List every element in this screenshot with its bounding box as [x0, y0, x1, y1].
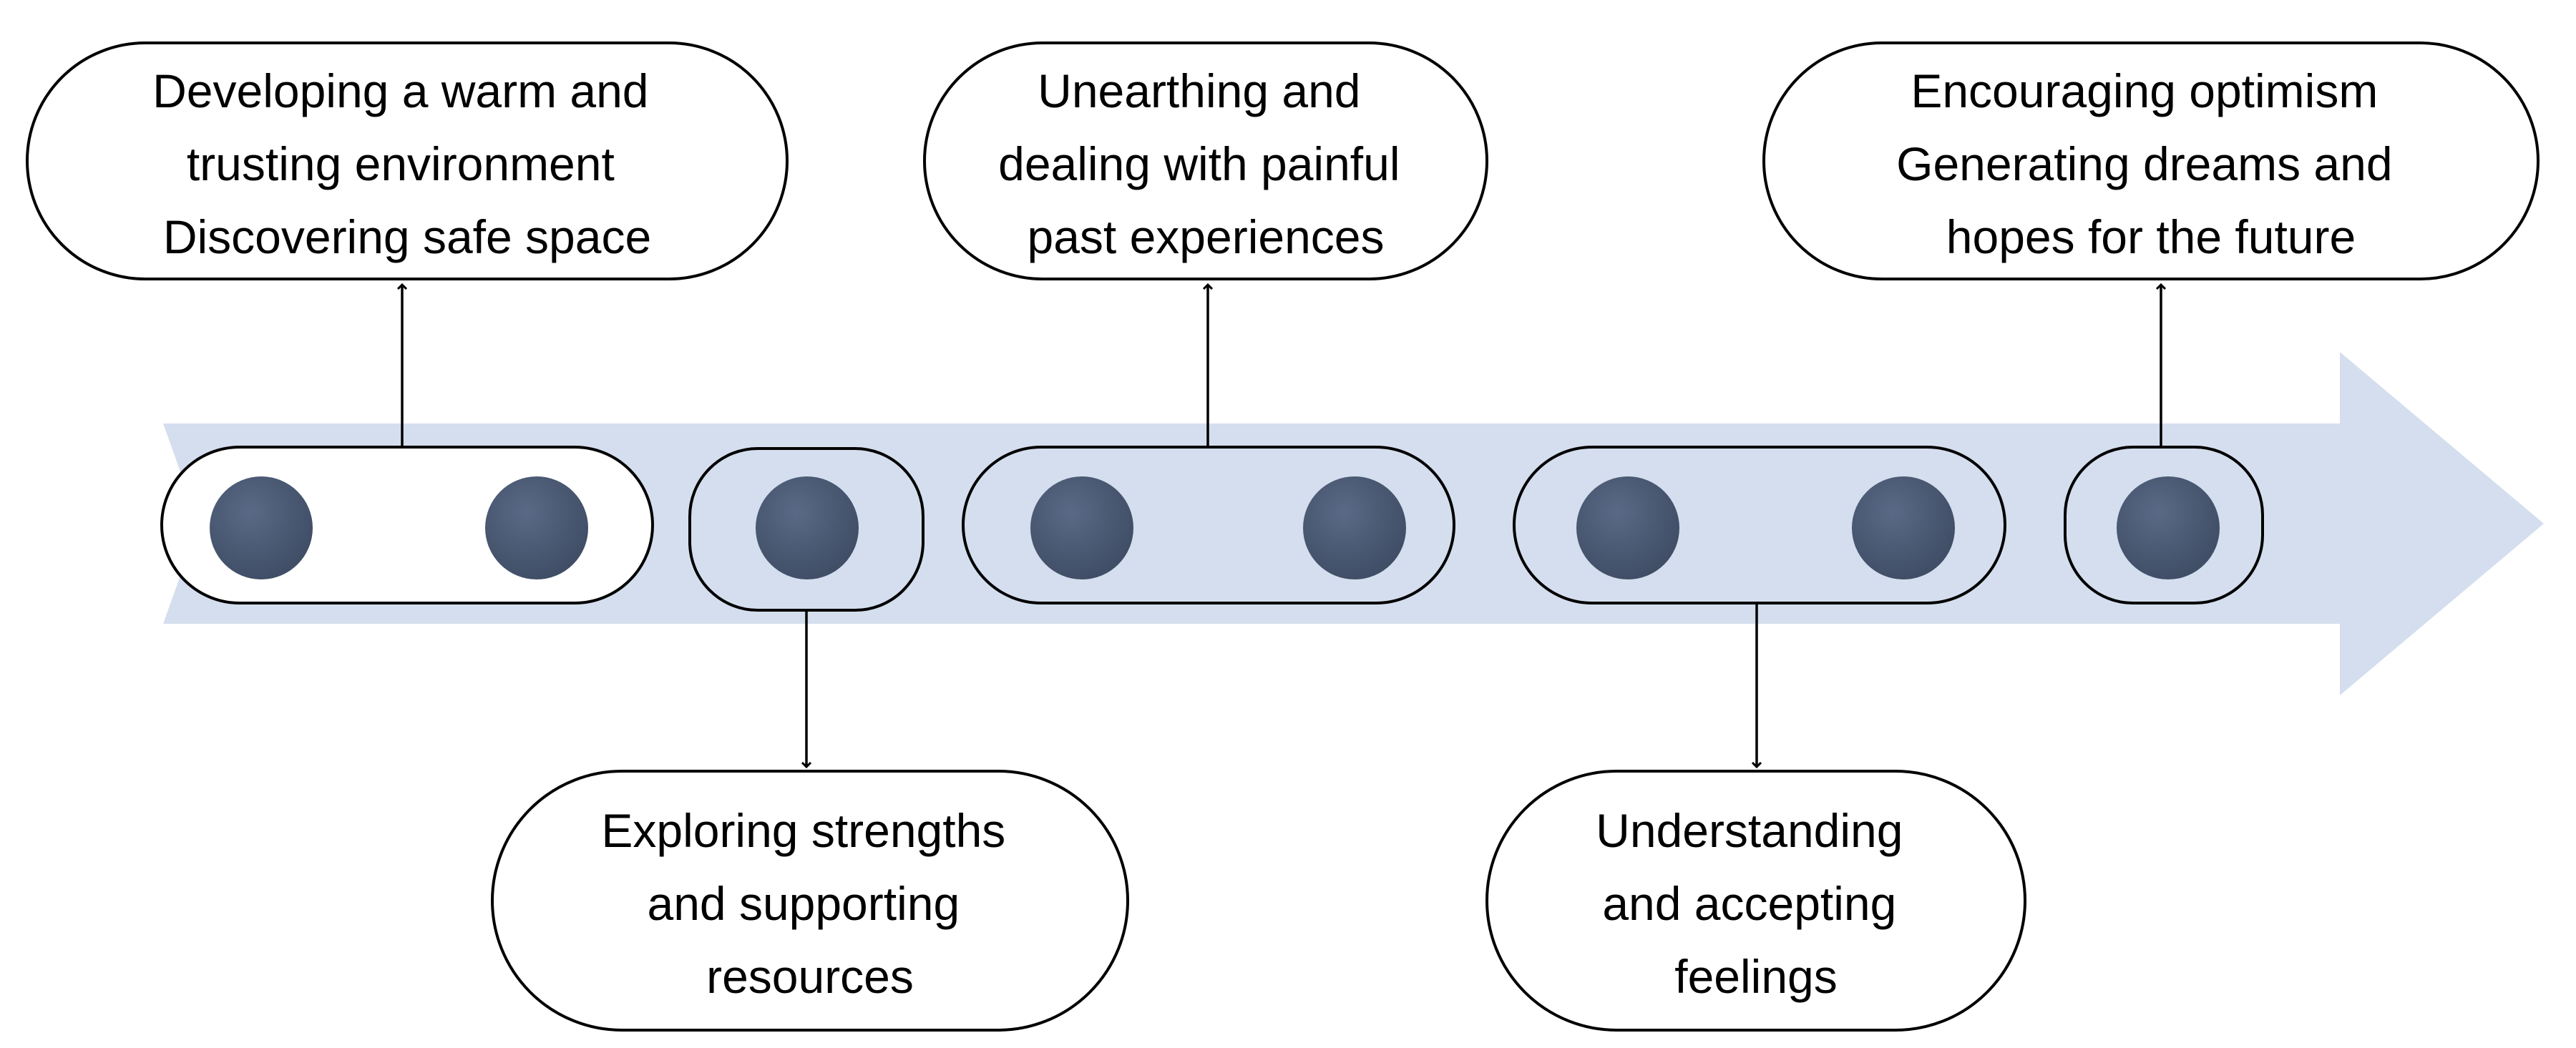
timeline-dot: [756, 476, 859, 579]
stage-line: feelings: [1674, 950, 1838, 1003]
stage-line: and accepting: [1602, 877, 1896, 930]
stage-box-painful-experiences: Unearthing and dealing with painful past…: [923, 41, 1488, 280]
timeline-dot: [2117, 476, 2220, 579]
svg-text:Exploring strengths and: Exploring strengths and supporting resou…: [601, 804, 1018, 1003]
stage-box-optimism-hopes: Encouraging optimism Generating dreams a…: [1762, 41, 2540, 280]
stage-line: Unearthing and: [1038, 64, 1360, 117]
stage-line: Exploring strengths: [601, 804, 1005, 857]
timeline-dot: [485, 476, 588, 579]
svg-text:Developing a warm and tr: Developing a warm and trusting environme…: [152, 64, 662, 263]
timeline-dot: [1852, 476, 1955, 579]
stage-line: and supporting: [647, 877, 960, 930]
stage-line: Understanding: [1596, 804, 1903, 857]
stage-box-strengths-resources: Exploring strengths and supporting resou…: [491, 770, 1129, 1032]
stage-line: Generating dreams and: [1896, 137, 2392, 190]
stage-line: hopes for the future: [1946, 210, 2356, 263]
stage-line: dealing with painful: [998, 137, 1400, 190]
stage-line: Discovering safe space: [163, 210, 651, 263]
stage-line: past experiences: [1028, 210, 1385, 263]
svg-text:Understanding and accept: Understanding and accepting feelings: [1596, 804, 1916, 1003]
stage-line: trusting environment: [187, 137, 615, 190]
timeline-dot: [210, 476, 313, 579]
stage-line: Developing a warm and: [152, 64, 648, 117]
timeline-dot: [1030, 476, 1133, 579]
stage-box-accepting-feelings: Understanding and accepting feelings: [1485, 770, 2026, 1032]
svg-text:Unearthing and dealing w: Unearthing and dealing with painful past…: [998, 64, 1413, 263]
timeline-dot: [1303, 476, 1406, 579]
stage-line: resources: [706, 950, 914, 1003]
timeline-dot: [1576, 476, 1679, 579]
timeline-dots: [210, 476, 2220, 579]
stage-box-warm-trusting: Developing a warm and trusting environme…: [26, 41, 789, 280]
stage-line: Encouraging optimism: [1911, 64, 2378, 117]
svg-text:Encouraging optimism Gen: Encouraging optimism Generating dreams a…: [1896, 64, 2406, 263]
